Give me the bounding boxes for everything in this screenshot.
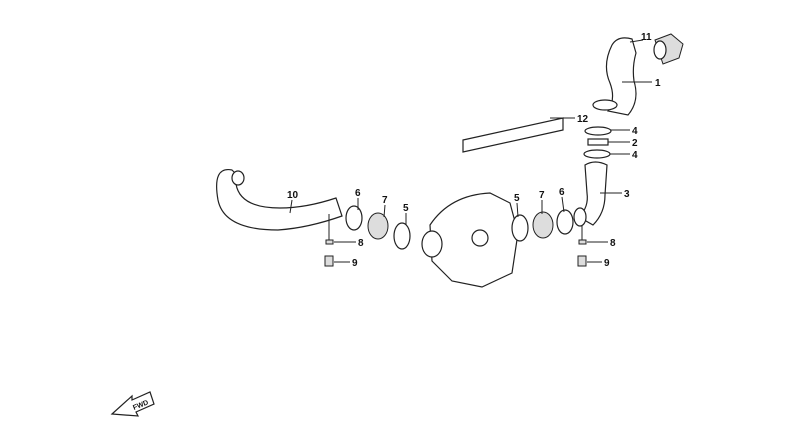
part-12-sheet [462, 117, 564, 153]
label-5: 5 [514, 193, 520, 204]
label-6: 6 [355, 188, 361, 199]
part-11-cap [653, 33, 684, 65]
label-2: 2 [632, 138, 638, 149]
part-1-upper-duct [592, 37, 637, 116]
part-6-ring [556, 209, 574, 235]
label-9: 9 [352, 258, 358, 269]
part-7-boot [367, 212, 389, 240]
part-6-ring [345, 205, 363, 231]
label-11: 11 [641, 32, 652, 43]
label-12: 12 [577, 114, 589, 125]
part-4-ring [583, 149, 611, 159]
part-8-bolt [578, 225, 587, 245]
part-9-plug [577, 255, 587, 267]
part-9-plug [324, 255, 334, 267]
label-4: 4 [632, 150, 638, 161]
part-4-ring [584, 126, 612, 136]
label-7: 7 [539, 190, 545, 201]
forward-arrow-icon: FWD [110, 391, 155, 417]
label-8: 8 [610, 238, 616, 249]
part-7-boot [532, 211, 554, 239]
label-5: 5 [403, 203, 409, 214]
label-8: 8 [358, 238, 364, 249]
label-6: 6 [559, 187, 565, 198]
part-8-bolt [325, 214, 334, 245]
part-2-spacer [587, 138, 609, 146]
leader-lines [289, 39, 652, 263]
part-3-lower-duct [578, 161, 608, 226]
label-4: 4 [632, 126, 638, 137]
part-5-clamp [511, 214, 529, 242]
label-3: 3 [624, 189, 630, 200]
part-5-clamp [393, 222, 411, 250]
label-7: 7 [382, 195, 388, 206]
label-1: 1 [655, 78, 661, 89]
label-9: 9 [604, 258, 610, 269]
label-10: 10 [287, 190, 299, 201]
